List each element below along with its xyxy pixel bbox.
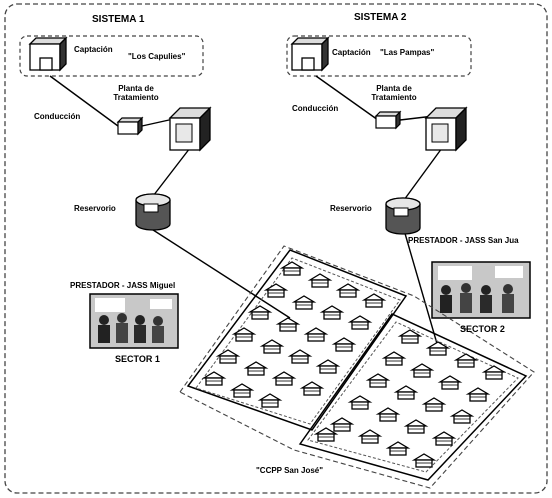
sector1-inner-boundary: [195, 257, 401, 425]
system2-conduccion-label: Conducción: [292, 104, 339, 113]
ccpp-boundary: [179, 245, 535, 489]
reservoir-tank-icon-2: [385, 197, 421, 235]
conduction-box-icon-2: [375, 111, 401, 129]
system2-planta-label: Planta de Tratamiento: [364, 84, 424, 102]
system2-reservorio-label: Reservorio: [330, 204, 372, 213]
prestador-photo-1: [89, 293, 179, 349]
system1-sector-label: SECTOR 1: [115, 354, 160, 364]
captacion-box-2: [286, 35, 472, 77]
ccpp-label: "CCPP San José": [256, 466, 324, 475]
system2-prestador-label: PRESTADOR - JASS San Jua: [408, 236, 519, 245]
system2-title: SISTEMA 2: [354, 12, 407, 23]
reservoir-tank-icon-1: [135, 193, 171, 231]
system1-captacion-label: Captación: [74, 45, 113, 54]
sector2-inner-boundary: [307, 321, 519, 473]
intake-icon-2: [291, 37, 329, 71]
system2-planta-line2: Tratamiento: [371, 93, 417, 102]
treatment-plant-icon-2: [425, 107, 467, 151]
system1-conduccion-label: Conducción: [34, 112, 81, 121]
system2-planta-line1: Planta de: [376, 84, 412, 93]
system1-prestador-label: PRESTADOR - JASS Miguel: [70, 281, 176, 290]
treatment-plant-icon-1: [169, 107, 211, 151]
intake-icon-1: [29, 37, 67, 71]
captacion-box-1: [19, 35, 204, 77]
system2-source-name: "Las Pampas": [380, 48, 435, 57]
system1-reservorio-label: Reservorio: [74, 204, 116, 213]
prestador-photo-2: [431, 261, 531, 319]
system1-planta-line2: Tratamiento: [113, 93, 159, 102]
system1-planta-line1: Planta de: [118, 84, 154, 93]
conduction-box-icon-1: [117, 117, 143, 135]
system1-source-name: "Los Capulies": [128, 52, 186, 61]
sector1-boundary: [186, 249, 408, 431]
system1-title: SISTEMA 1: [92, 14, 145, 25]
system2-captacion-label: Captación: [332, 48, 371, 57]
system2-sector-label: SECTOR 2: [460, 324, 505, 334]
system1-planta-label: Planta de Tratamiento: [106, 84, 166, 102]
outer-border: [4, 3, 548, 494]
sector2-boundary: [298, 313, 528, 481]
